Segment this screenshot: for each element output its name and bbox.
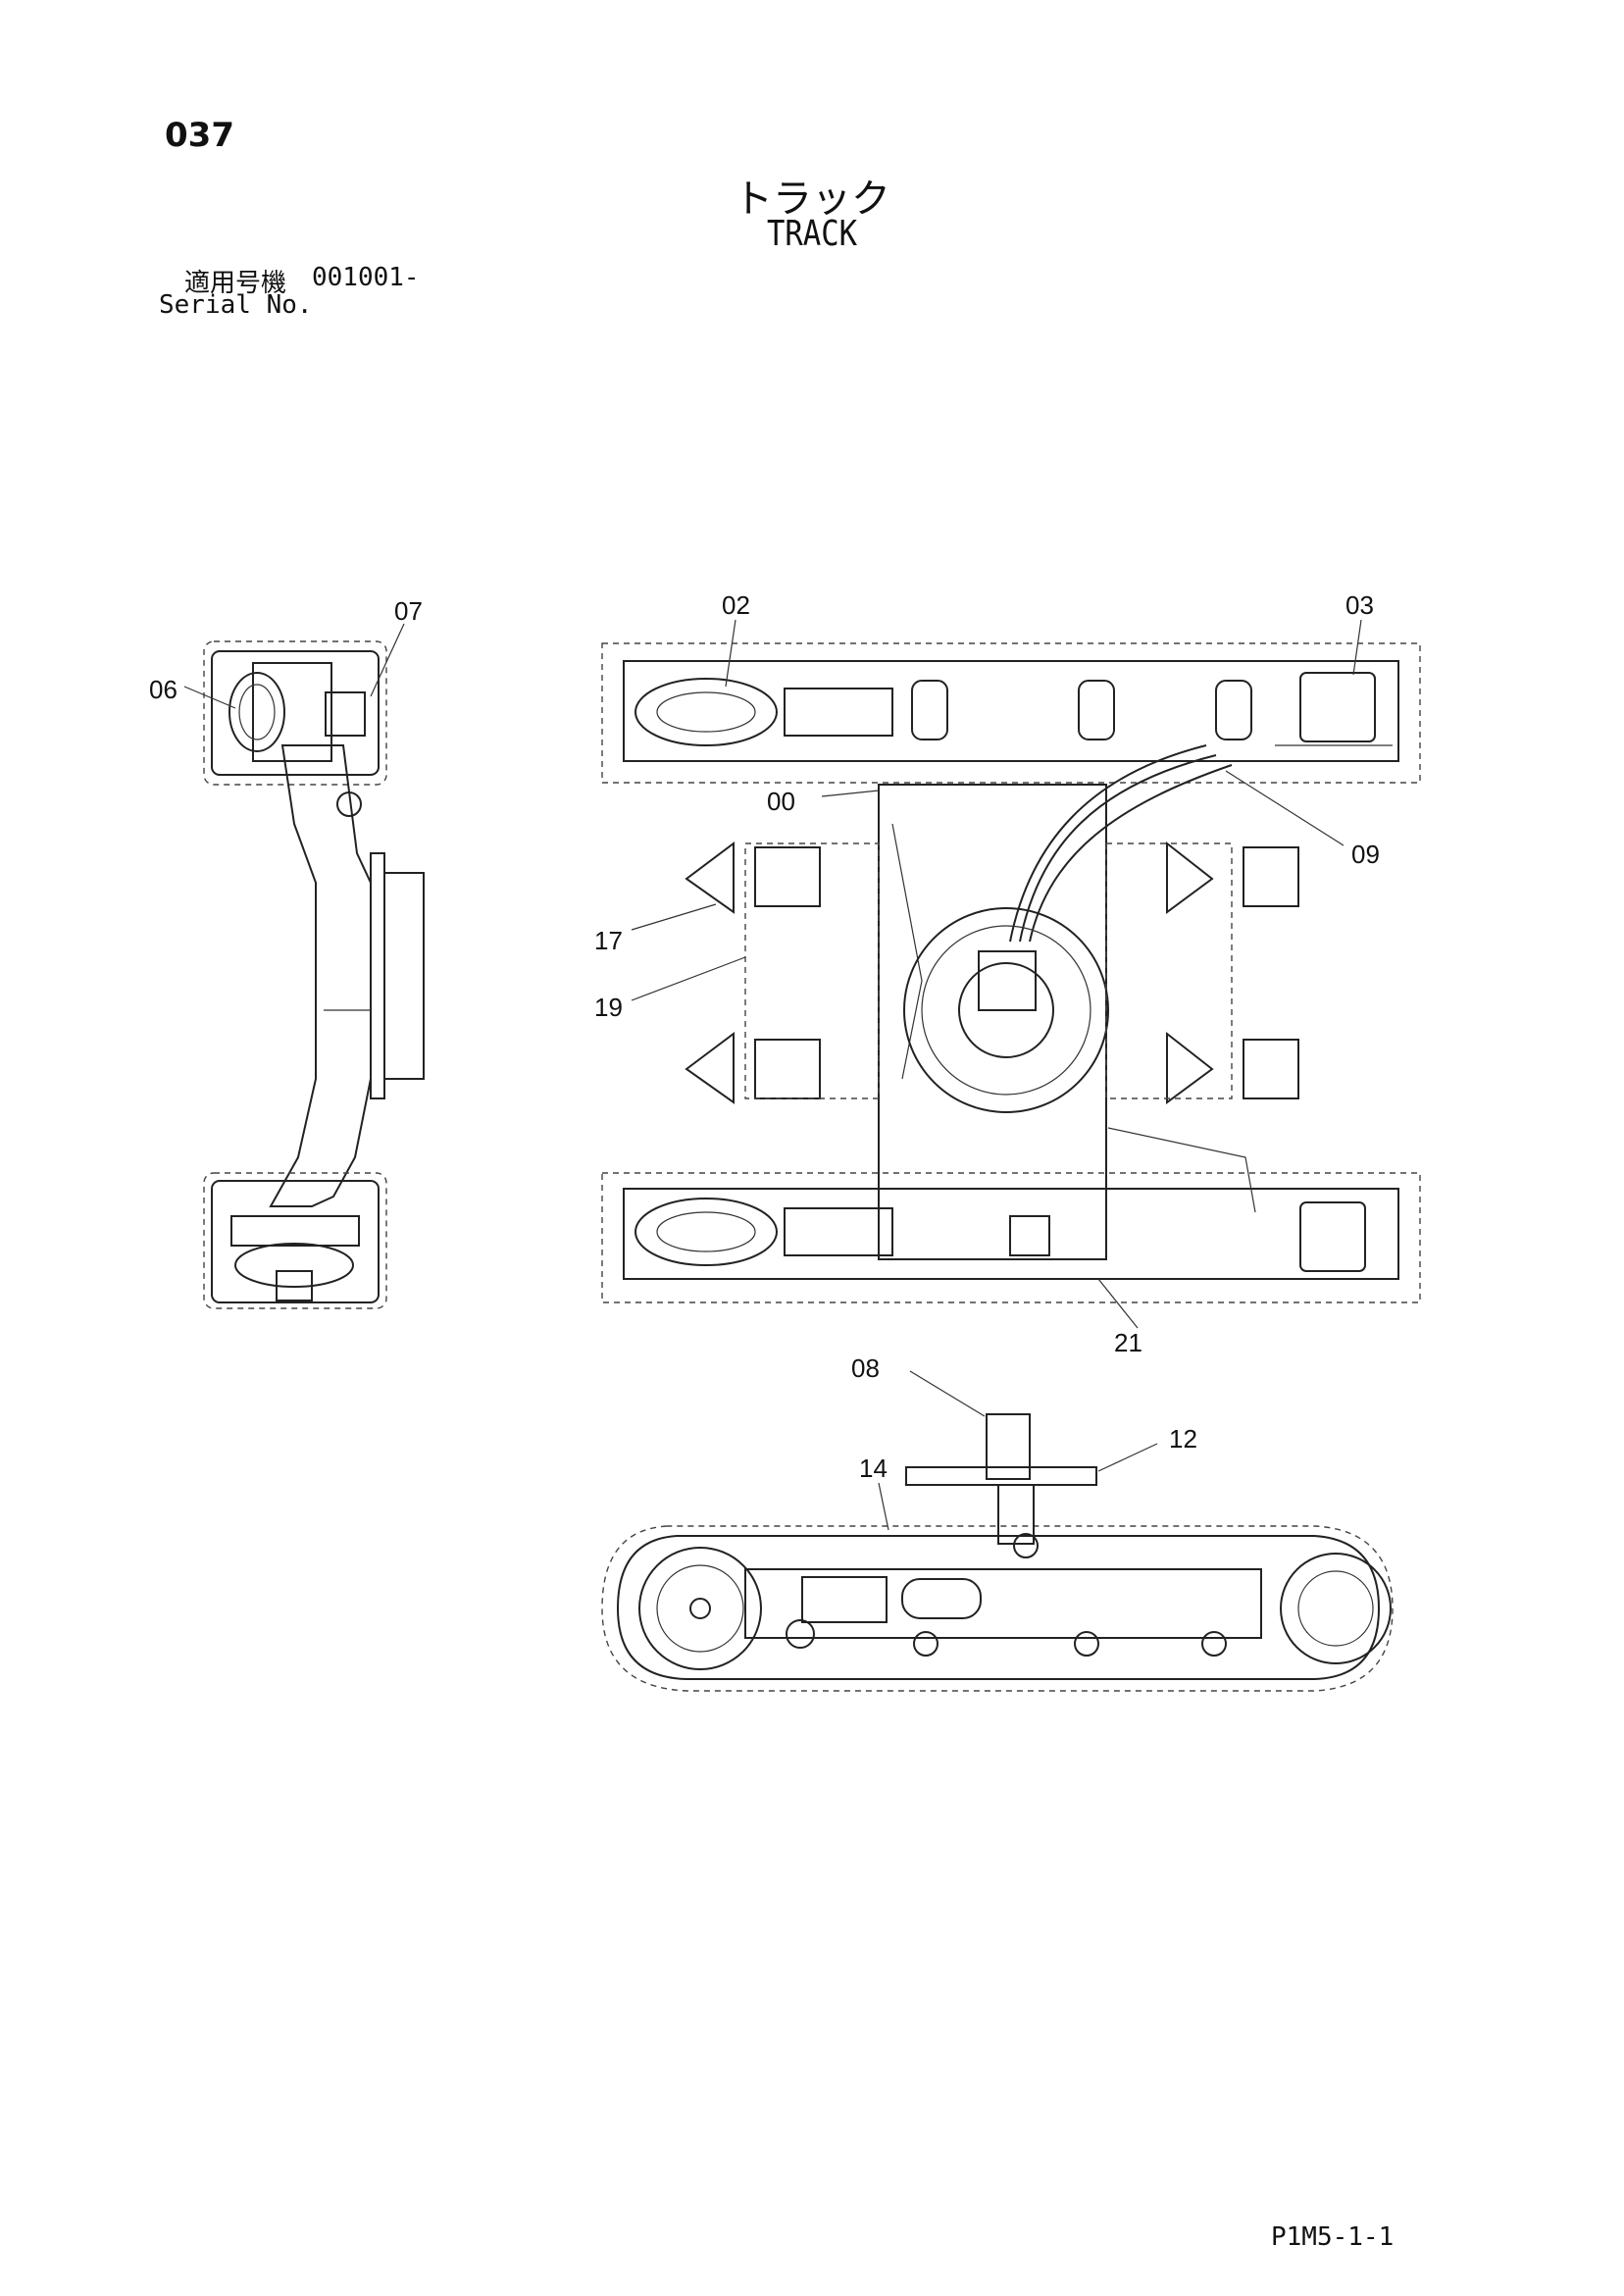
- page-number: 037: [165, 116, 234, 155]
- leader-lines: [183, 619, 1362, 1531]
- drawing-code: P1M5-1-1: [1271, 2222, 1395, 2252]
- callout-12: 12: [1169, 1424, 1197, 1454]
- title-japanese: トラック: [734, 177, 890, 222]
- side-view-drawing: [203, 640, 425, 1309]
- plan-view-drawing: [601, 642, 1421, 1303]
- title-english: TRACK: [766, 214, 858, 254]
- callout-21: 21: [1114, 1328, 1142, 1357]
- serial-label-english: Serial No.: [159, 290, 313, 320]
- callout-00: 00: [767, 787, 795, 816]
- side-elevation-drawing: [601, 1413, 1394, 1692]
- callout-17: 17: [594, 926, 623, 955]
- callout-06: 06: [149, 675, 178, 704]
- callout-02: 02: [722, 590, 750, 620]
- callout-08: 08: [851, 1353, 880, 1383]
- callout-labels: 07 06 02 03 00 09 17 19 21 08 12 14: [149, 590, 1380, 1483]
- callout-03: 03: [1345, 590, 1374, 620]
- callout-09: 09: [1351, 840, 1380, 869]
- callout-14: 14: [859, 1454, 888, 1483]
- serial-label-japanese: 適用号機: [184, 269, 287, 298]
- callout-19: 19: [594, 993, 623, 1022]
- serial-value: 001001-: [312, 263, 420, 292]
- callout-07: 07: [394, 596, 423, 626]
